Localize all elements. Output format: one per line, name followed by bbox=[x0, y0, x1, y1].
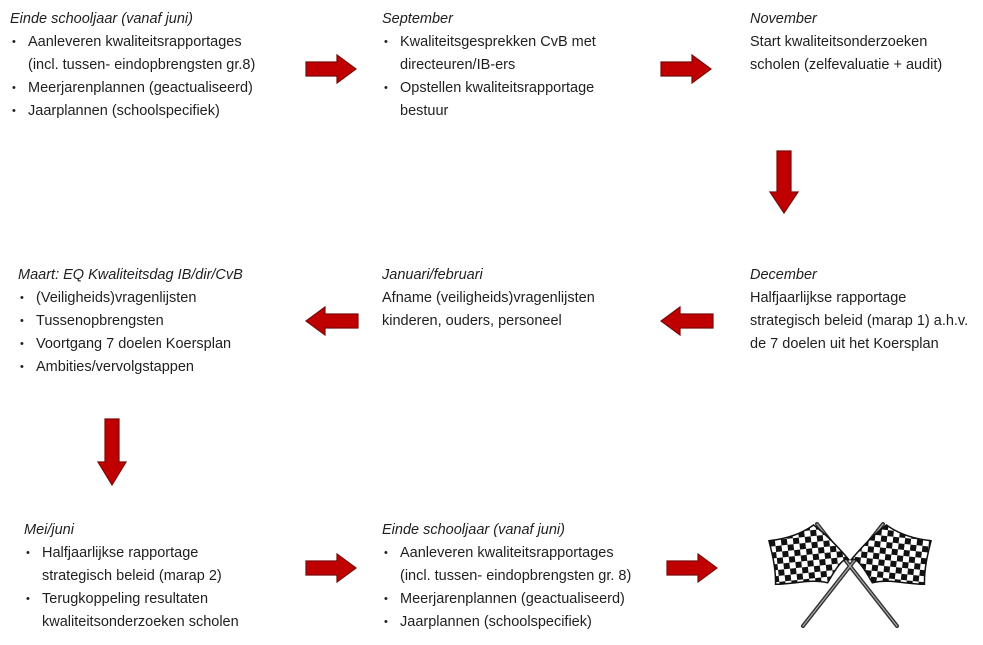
list-item: Terugkoppeling resultaten bbox=[24, 588, 239, 611]
arrow-left-icon bbox=[305, 306, 359, 336]
list-item: Meerjarenplannen (geactualiseerd) bbox=[382, 588, 631, 611]
arrow-left-icon bbox=[660, 306, 714, 336]
list-item: Jaarplannen (schoolspecifiek) bbox=[382, 611, 631, 634]
list-item: Jaarplannen (schoolspecifiek) bbox=[10, 100, 255, 123]
step-mei-juni: Mei/juni Halfjaarlijkse rapportage strat… bbox=[24, 519, 239, 634]
step-line: de 7 doelen uit het Koersplan bbox=[750, 336, 939, 352]
step-title: Januari/februari bbox=[382, 267, 483, 283]
arrow-right-icon bbox=[660, 54, 712, 84]
step-title: December bbox=[750, 267, 817, 283]
list-item: Tussenopbrengsten bbox=[18, 310, 243, 333]
step-line: Start kwaliteitsonderzoeken bbox=[750, 34, 928, 50]
arrow-down-icon bbox=[769, 150, 799, 214]
list-item: Meerjarenplannen (geactualiseerd) bbox=[10, 77, 255, 100]
step-line: Afname (veiligheids)vragenlijsten bbox=[382, 290, 595, 306]
step-einde-schooljaar-2: Einde schooljaar (vanaf juni) Aanleveren… bbox=[382, 519, 631, 634]
step-line: scholen (zelfevaluatie + audit) bbox=[750, 57, 943, 73]
step-november: November Start kwaliteitsonderzoeken sch… bbox=[750, 8, 942, 77]
checkered-flags-icon bbox=[768, 522, 932, 628]
step-title: Mei/juni bbox=[24, 522, 74, 538]
step-line: strategisch beleid (marap 1) a.h.v. bbox=[750, 313, 969, 329]
list-item: Aanleveren kwaliteitsrapportages bbox=[382, 542, 631, 565]
arrow-right-icon bbox=[666, 553, 718, 583]
list-item: Kwaliteitsgesprekken CvB met bbox=[382, 31, 596, 54]
step-maart: Maart: EQ Kwaliteitsdag IB/dir/CvB (Veil… bbox=[18, 264, 243, 379]
step-list: Halfjaarlijkse rapportage strategisch be… bbox=[24, 542, 239, 634]
step-title: Einde schooljaar (vanaf juni) bbox=[10, 11, 193, 27]
step-title: Einde schooljaar (vanaf juni) bbox=[382, 522, 565, 538]
arrow-right-icon bbox=[305, 553, 357, 583]
step-line: kinderen, ouders, personeel bbox=[382, 313, 562, 329]
list-item: Voortgang 7 doelen Koersplan bbox=[18, 333, 243, 356]
step-januari-februari: Januari/februari Afname (veiligheids)vra… bbox=[382, 264, 595, 333]
arrow-right-icon bbox=[305, 54, 357, 84]
step-list: (Veiligheids)vragenlijsten Tussenopbreng… bbox=[18, 287, 243, 379]
list-item-continuation: directeuren/IB-ers bbox=[400, 57, 516, 73]
step-list: Aanleveren kwaliteitsrapportages (incl. … bbox=[382, 542, 631, 634]
list-item-continuation: kwaliteitsonderzoeken scholen bbox=[42, 614, 239, 630]
list-item-continuation: strategisch beleid (marap 2) bbox=[42, 568, 222, 584]
step-einde-schooljaar: Einde schooljaar (vanaf juni) Aanleveren… bbox=[10, 8, 255, 123]
step-list: Aanleveren kwaliteitsrapportages (incl. … bbox=[10, 31, 255, 123]
step-line: Halfjaarlijkse rapportage bbox=[750, 290, 907, 306]
arrow-down-icon bbox=[97, 418, 127, 486]
step-list: Kwaliteitsgesprekken CvB met directeuren… bbox=[382, 31, 596, 123]
list-item-continuation: (incl. tussen- eindopbrengsten gr.8) bbox=[28, 57, 256, 73]
step-title: November bbox=[750, 11, 817, 27]
list-item: Ambities/vervolgstappen bbox=[18, 356, 243, 379]
step-september: September Kwaliteitsgesprekken CvB met d… bbox=[382, 8, 596, 123]
step-december: December Halfjaarlijkse rapportage strat… bbox=[750, 264, 968, 356]
list-item: (Veiligheids)vragenlijsten bbox=[18, 287, 243, 310]
step-title: Maart: EQ Kwaliteitsdag IB/dir/CvB bbox=[18, 267, 243, 283]
list-item: Halfjaarlijkse rapportage bbox=[24, 542, 239, 565]
list-item-continuation: bestuur bbox=[400, 103, 449, 119]
step-title: September bbox=[382, 11, 453, 27]
list-item: Aanleveren kwaliteitsrapportages bbox=[10, 31, 255, 54]
list-item: Opstellen kwaliteitsrapportage bbox=[382, 77, 596, 100]
list-item-continuation: (incl. tussen- eindopbrengsten gr. 8) bbox=[400, 568, 632, 584]
